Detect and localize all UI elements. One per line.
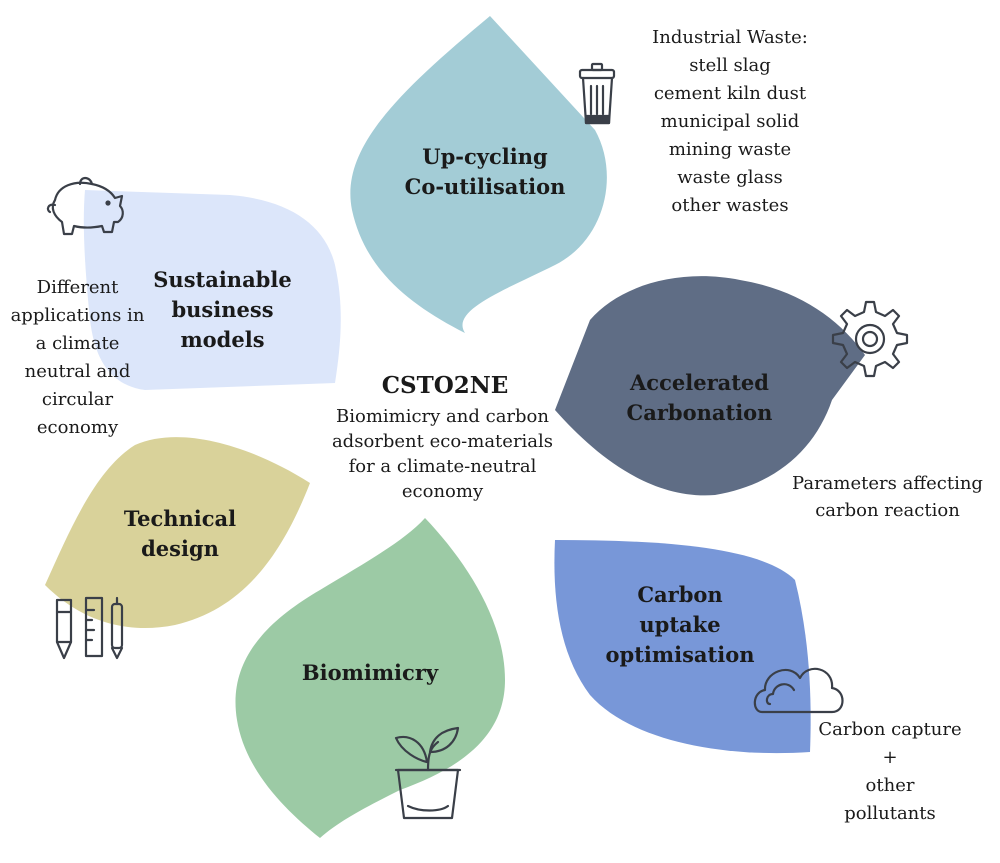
carbon-capture-line: +: [882, 747, 898, 768]
biomimicry-label: Biomimicry: [290, 658, 450, 688]
center-subtitle-line: economy: [401, 481, 484, 502]
upcycling-label-line: Up-cycling: [422, 144, 548, 169]
carbon-capture-line: other: [865, 775, 915, 796]
applications-line: neutral and: [24, 361, 131, 382]
upcycling-label-line: Co-utilisation: [404, 174, 566, 199]
cloud-icon: [753, 667, 844, 714]
industrial-waste-line: other wastes: [671, 195, 789, 216]
technical-label: Technical design: [105, 504, 255, 564]
carbon-capture-note: Carbon capture + other pollutants: [805, 716, 975, 828]
gear-icon: [831, 300, 909, 378]
business-label-line: business: [171, 297, 274, 322]
upcycling-label: Up-cycling Co-utilisation: [390, 142, 580, 202]
trash-bin-icon: [578, 62, 616, 125]
plant-pot-icon: [394, 726, 462, 820]
parameters-line: carbon reaction: [815, 500, 960, 521]
carbonation-label: Accelerated Carbonation: [612, 368, 787, 428]
business-label-line: Sustainable: [153, 267, 292, 292]
applications-line: Different: [36, 277, 119, 298]
applications-line: circular: [41, 389, 114, 410]
technical-label-line: Technical: [123, 506, 237, 531]
petal-business: [83, 190, 341, 390]
drawing-tools-icon: [55, 596, 124, 660]
carbonation-label-line: Accelerated: [630, 370, 769, 395]
industrial-waste-line: municipal solid: [660, 111, 800, 132]
industrial-waste-note: Industrial Waste: stell slag cement kiln…: [625, 24, 835, 220]
uptake-label: Carbon uptake optimisation: [595, 580, 765, 670]
parameters-line: Parameters affecting: [792, 473, 983, 494]
business-label: Sustainable business models: [140, 265, 305, 355]
center-subtitle-line: adsorbent eco-materials: [331, 431, 554, 452]
center-subtitle-line: Biomimicry and carbon: [336, 406, 549, 427]
parameters-note: Parameters affecting carbon reaction: [780, 470, 995, 524]
carbon-capture-line: pollutants: [844, 803, 936, 824]
business-label-line: models: [180, 327, 265, 352]
petal-upcycling: [350, 16, 607, 333]
applications-note: Different applications in a climate neut…: [0, 274, 155, 442]
center-subtitle: Biomimicry and carbon adsorbent eco-mate…: [295, 404, 590, 504]
uptake-label-line: optimisation: [605, 642, 755, 667]
uptake-label-line: uptake: [639, 612, 721, 637]
petal-uptake: [554, 540, 811, 754]
applications-line: applications in: [10, 305, 145, 326]
uptake-label-line: Carbon: [637, 582, 723, 607]
applications-line: a climate: [35, 333, 120, 354]
industrial-waste-line: mining waste: [668, 139, 792, 160]
piggy-bank-icon: [46, 176, 124, 236]
industrial-waste-line: cement kiln dust: [653, 83, 807, 104]
industrial-waste-line: Industrial Waste:: [652, 27, 808, 48]
carbonation-label-line: Carbonation: [626, 400, 773, 425]
industrial-waste-line: stell slag: [689, 55, 771, 76]
center-title: CSTO2NE: [381, 372, 509, 399]
applications-line: economy: [36, 417, 119, 438]
industrial-waste-line: waste glass: [677, 167, 783, 188]
biomimicry-label-line: Biomimicry: [301, 660, 439, 685]
petal-carbonation: [555, 276, 865, 496]
technical-label-line: design: [141, 536, 219, 561]
center-subtitle-line: for a climate-neutral: [348, 456, 537, 477]
petal-technical: [45, 437, 310, 629]
carbon-capture-line: Carbon capture: [818, 719, 962, 740]
petal-biomimicry: [235, 518, 505, 838]
